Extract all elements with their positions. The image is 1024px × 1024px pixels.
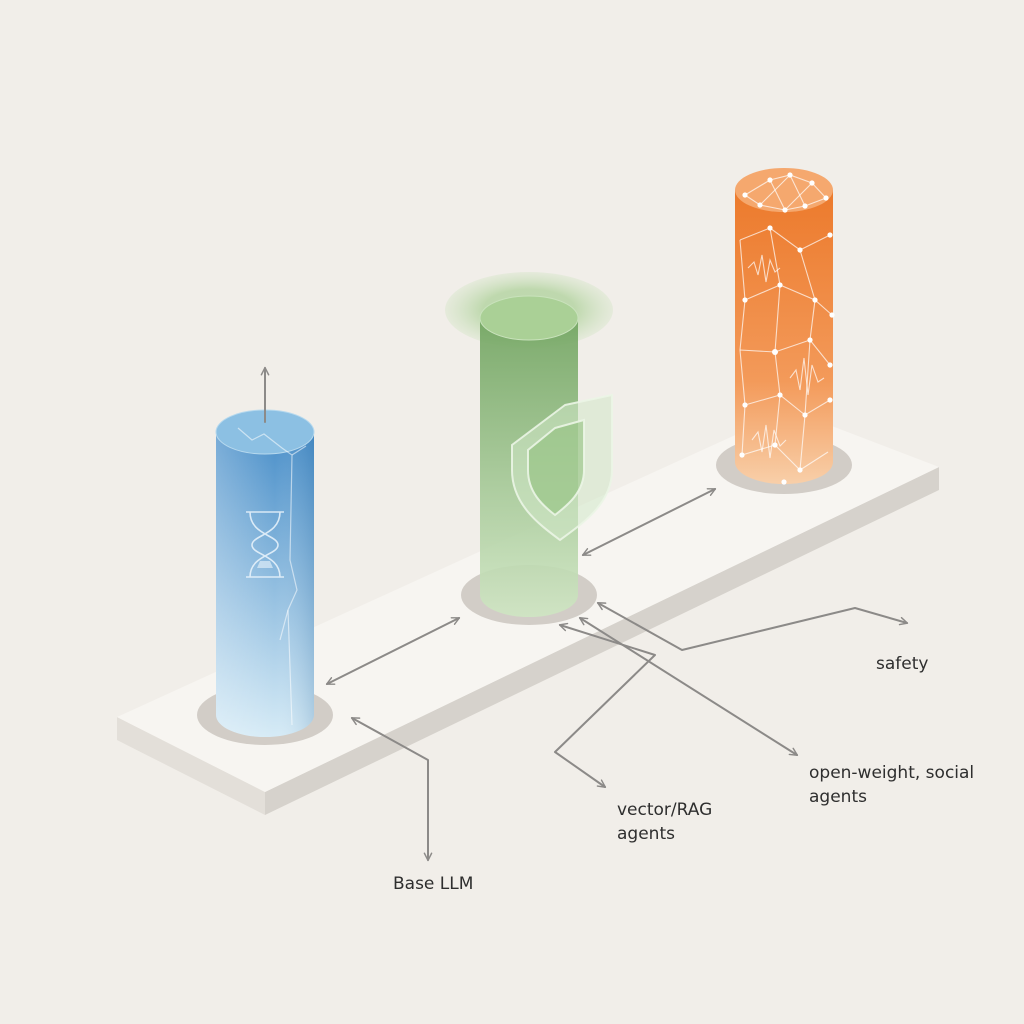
label-open-weight-line2: agents [809, 787, 867, 807]
leader-open-weight [578, 617, 799, 756]
link-blue-green [325, 617, 461, 685]
label-base-llm: Base LLM [393, 874, 473, 894]
leader-safety [596, 602, 909, 651]
orange-pillar [735, 168, 835, 485]
network-icon [739, 172, 835, 485]
leader-base-llm [350, 717, 433, 862]
label-vector-rag-line2: agents [617, 824, 675, 844]
hourglass-icon [246, 511, 284, 578]
label-open-weight-line1: open-weight, social [809, 763, 974, 783]
blue-pillar [215, 409, 315, 737]
link-green-orange [581, 488, 717, 556]
label-vector-rag-line1: vector/RAG [617, 800, 712, 820]
label-open-weight: open-weight, social agents [809, 763, 980, 807]
platform-front-face [117, 717, 265, 815]
label-safety: safety [876, 654, 928, 674]
label-vector-rag: vector/RAG agents [617, 800, 718, 844]
